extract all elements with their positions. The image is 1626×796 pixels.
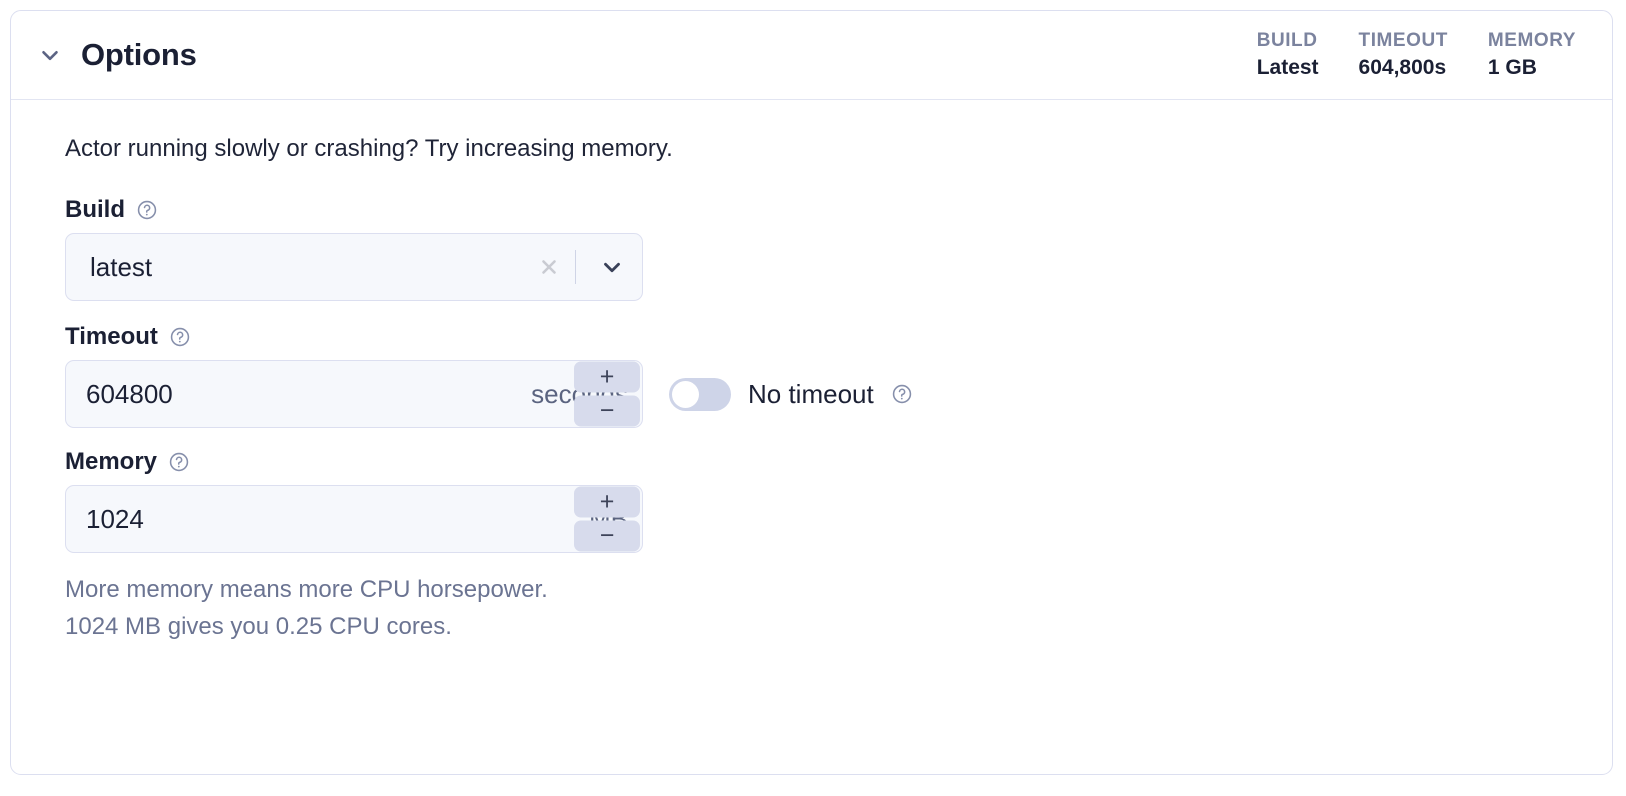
build-select-value: latest <box>90 251 153 282</box>
stat-timeout: TIMEOUT 604,800s <box>1359 29 1448 82</box>
no-timeout-label: No timeout <box>748 378 874 409</box>
timeout-label: Timeout <box>65 323 158 350</box>
timeout-control-row: 604800 seconds + − No timeout <box>65 360 1588 428</box>
help-circle-icon[interactable] <box>168 451 190 473</box>
memory-hint-line2: 1024 MB gives you 0.25 CPU cores. <box>65 613 452 641</box>
timeout-increment-label: + <box>599 362 615 391</box>
stat-memory-value: 1 GB <box>1487 56 1537 80</box>
stat-memory-label: MEMORY <box>1487 29 1576 51</box>
timeout-decrement-label: − <box>599 396 615 425</box>
build-label-row: Build <box>65 198 1588 222</box>
timeout-input-group: 604800 seconds + − <box>65 360 643 428</box>
memory-label: Memory <box>65 448 158 475</box>
chevron-down-icon[interactable] <box>582 254 642 280</box>
help-circle-icon[interactable] <box>136 199 158 221</box>
panel-header-left: Options <box>35 37 197 73</box>
header-stats: BUILD Latest TIMEOUT 604,800s MEMORY 1 G… <box>1257 29 1586 82</box>
build-select[interactable]: latest <box>65 233 643 301</box>
stat-build-value: Latest <box>1256 56 1319 80</box>
timeout-increment-button[interactable]: + <box>574 361 640 393</box>
memory-label-row: Memory <box>65 450 1588 474</box>
timeout-input[interactable]: 604800 <box>86 378 173 409</box>
memory-increment-button[interactable]: + <box>574 486 640 518</box>
select-separator <box>575 250 576 284</box>
options-panel: Options BUILD Latest TIMEOUT 604,800s ME… <box>10 10 1613 775</box>
stat-memory: MEMORY 1 GB <box>1488 29 1576 82</box>
memory-input-group: 1024 MB + − <box>65 485 643 553</box>
help-circle-icon[interactable] <box>891 383 913 405</box>
intro-text: Actor running slowly or crashing? Try in… <box>65 135 673 162</box>
stat-timeout-value: 604,800s <box>1358 56 1447 80</box>
panel-header: Options BUILD Latest TIMEOUT 604,800s ME… <box>11 11 1612 100</box>
stat-build: BUILD Latest <box>1257 29 1319 82</box>
memory-decrement-label: − <box>599 521 615 550</box>
no-timeout-group: No timeout <box>669 377 913 411</box>
toggle-knob <box>672 380 699 408</box>
stat-timeout-label: TIMEOUT <box>1358 29 1448 51</box>
timeout-stepper: + − <box>574 361 640 427</box>
no-timeout-toggle[interactable] <box>669 377 731 411</box>
chevron-down-icon[interactable] <box>35 40 65 70</box>
close-icon[interactable] <box>529 255 569 279</box>
page-title: Options <box>81 37 197 72</box>
memory-hint-line1: More memory means more CPU horsepower. <box>65 576 548 603</box>
memory-hint: More memory means more CPU horsepower. 1… <box>65 571 1588 645</box>
build-label: Build <box>65 196 125 223</box>
help-circle-icon[interactable] <box>169 326 191 348</box>
memory-increment-label: + <box>599 487 615 516</box>
panel-body: Actor running slowly or crashing? Try in… <box>11 100 1612 645</box>
timeout-decrement-button[interactable]: − <box>574 395 640 427</box>
memory-decrement-button[interactable]: − <box>574 520 640 552</box>
memory-input[interactable]: 1024 <box>86 503 144 534</box>
timeout-label-row: Timeout <box>65 325 1588 349</box>
memory-stepper: + − <box>574 486 640 552</box>
stat-build-label: BUILD <box>1256 29 1318 51</box>
